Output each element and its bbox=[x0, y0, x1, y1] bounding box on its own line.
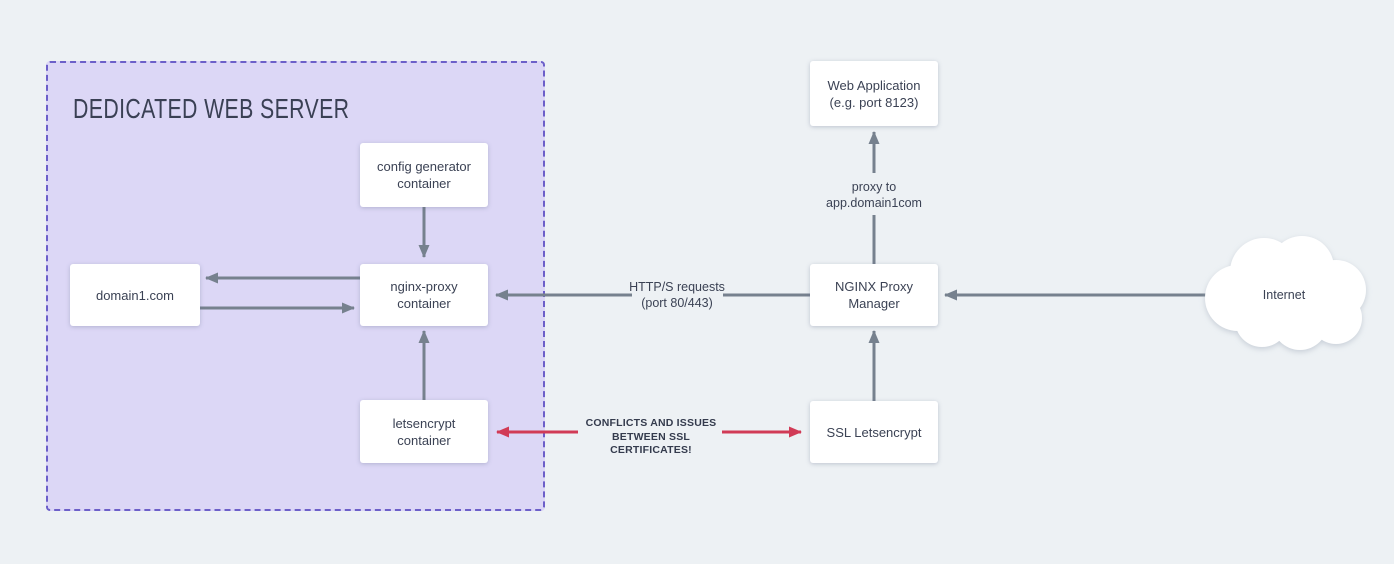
node-web-application: Web Application (e.g. port 8123) bbox=[810, 61, 938, 126]
node-label: container bbox=[397, 432, 451, 448]
edge-label-ssl-conflict: CONFLICTS AND ISSUES BETWEEN SSL CERTIFI… bbox=[585, 417, 717, 456]
node-ssl-letsencrypt: SSL Letsencrypt bbox=[810, 401, 938, 463]
node-label: nginx-proxy bbox=[390, 279, 458, 294]
node-label: (e.g. port 8123) bbox=[829, 94, 919, 110]
node-label: NGINX Proxy bbox=[834, 279, 913, 294]
node-label: letsencrypt bbox=[392, 415, 456, 431]
node-domain1: domain1.com bbox=[70, 264, 200, 326]
node-label: config generator bbox=[377, 159, 471, 174]
node-nginx-proxy-manager: NGINX Proxy Manager bbox=[810, 264, 938, 326]
node-label: SSL Letsencrypt bbox=[826, 424, 922, 440]
edge-label-proxy-to-app: proxy to app.domain1com bbox=[826, 180, 922, 210]
node-config-generator-container: config generator container bbox=[360, 143, 488, 207]
node-letsencrypt-container: letsencrypt container bbox=[360, 400, 488, 463]
node-label: container bbox=[397, 176, 451, 191]
node-nginx-proxy-container: nginx-proxy container bbox=[360, 264, 488, 326]
node-label: Manager bbox=[848, 296, 900, 311]
node-internet-label: Internet bbox=[1262, 288, 1306, 302]
edge-label-https-requests: HTTP/S requests (port 80/443) bbox=[629, 280, 725, 310]
node-label: Web Application bbox=[827, 77, 921, 93]
node-label: container bbox=[397, 296, 451, 311]
panel-title: DEDICATED WEB SERVER bbox=[73, 93, 350, 124]
node-label: domain1.com bbox=[95, 287, 175, 303]
